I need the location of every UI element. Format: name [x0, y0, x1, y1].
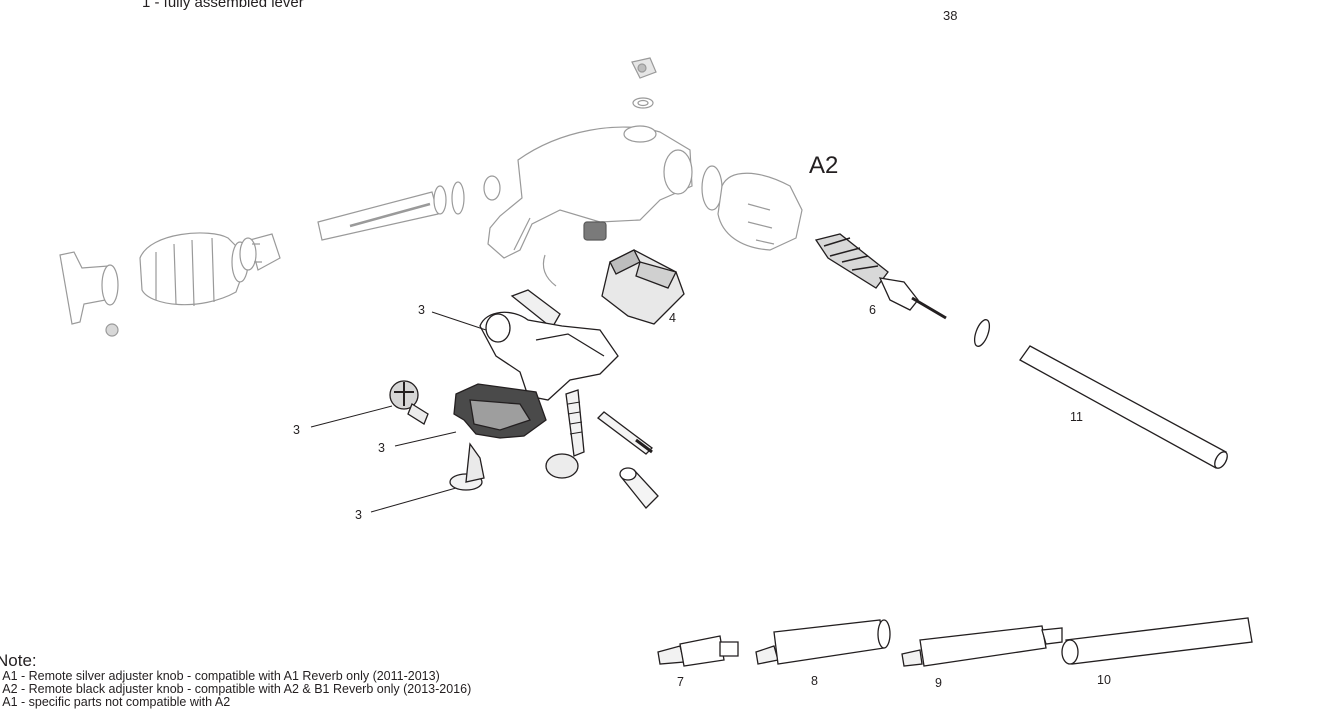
- faded-lever-body-part: [487, 125, 723, 287]
- callout-label: 4: [669, 311, 676, 325]
- callout-label: 11: [1070, 410, 1083, 424]
- note-line: . A2 - Remote black adjuster knob - comp…: [0, 682, 472, 696]
- part-10-tube: [1061, 617, 1253, 665]
- o-ring-part: [973, 319, 991, 347]
- page-number: 38: [943, 8, 958, 23]
- part-3-screw: [449, 442, 485, 491]
- leader-lines: [310, 311, 487, 513]
- header-text: 1 - fully assembled lever: [142, 0, 304, 11]
- callout-label: 8: [811, 674, 818, 688]
- callout-label: 3: [355, 508, 362, 522]
- pin-part: [597, 411, 653, 455]
- part-3-clamp: [479, 289, 619, 401]
- callout-label: 3: [418, 303, 425, 317]
- faded-boot-part: [139, 232, 249, 307]
- part-7-fitting: [657, 635, 739, 667]
- faded-pushrod-part: [317, 175, 501, 241]
- callout-label: 10: [1097, 673, 1111, 687]
- callout-label: 9: [935, 676, 942, 690]
- notes-block: Note: . A1 - Remote silver adjuster knob…: [0, 652, 471, 709]
- part-8-fitting: [755, 619, 891, 665]
- part-3-bracket: [453, 383, 547, 439]
- notes-title: Note:: [0, 651, 37, 670]
- note-line: . A1 - Remote silver adjuster knob - com…: [0, 669, 440, 683]
- long-bolt-part: [545, 389, 585, 479]
- sleeve-part: [619, 467, 659, 509]
- note-line: . A1 - specific parts not compatible wit…: [0, 695, 231, 709]
- dark-parts: [389, 233, 1253, 667]
- faded-barrel-part: [717, 172, 803, 251]
- faded-top-bolt-part: [631, 57, 657, 109]
- callout-label: 7: [677, 675, 684, 689]
- part-9-fitting: [901, 625, 1063, 667]
- faded-knob-part: [59, 251, 119, 337]
- assembly-label: A2: [809, 152, 839, 179]
- part-4-block: [601, 249, 685, 325]
- callout-label: 3: [378, 441, 385, 455]
- callout-label: 3: [293, 423, 300, 437]
- part-11-hose: [1019, 345, 1228, 469]
- faded-parts: [59, 57, 803, 337]
- part-6-fitting: [814, 233, 947, 320]
- faded-fitting-part: [239, 233, 281, 271]
- part-3-bolt: [389, 380, 429, 425]
- callout-label: 6: [869, 303, 876, 317]
